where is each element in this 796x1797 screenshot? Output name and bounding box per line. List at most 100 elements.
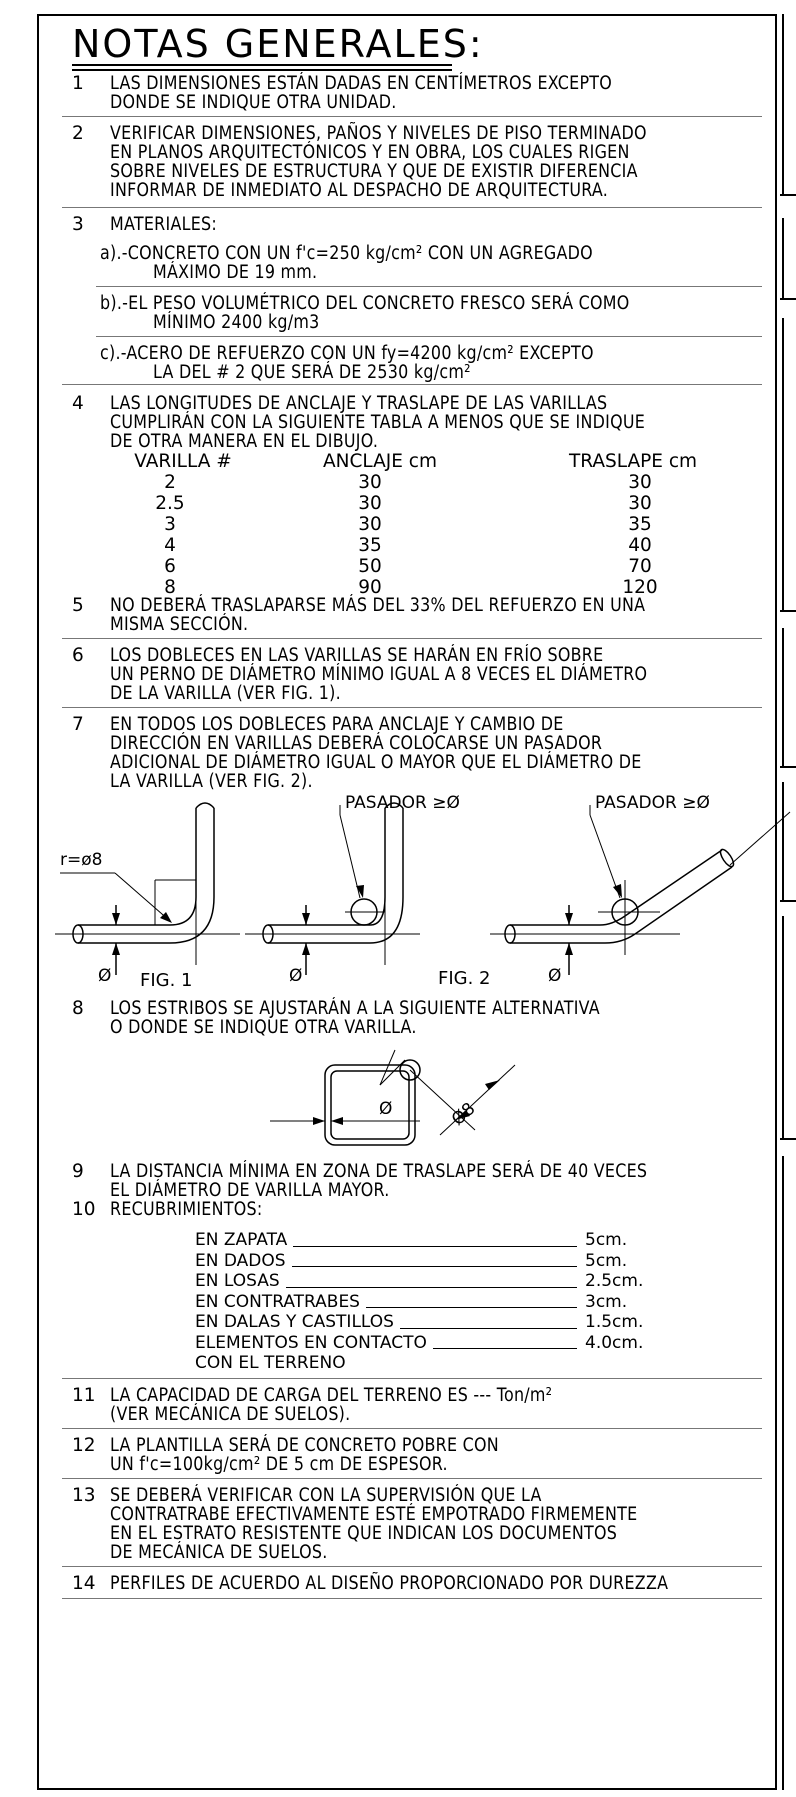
table-cell: 4 xyxy=(164,535,176,556)
note-7-line-3: ADICIONAL DE DIÁMETRO IGUAL O MAYOR QUE … xyxy=(110,752,642,773)
cover-value: 4.0cm. xyxy=(585,1332,644,1353)
cover-extra: CON EL TERRENO xyxy=(195,1353,346,1373)
table-cell: 30 xyxy=(628,493,652,514)
note-11-line-2: (VER MECÁNICA DE SUELOS). xyxy=(110,1404,351,1425)
note-2-line-2: EN PLANOS ARQUITECTÓNICOS Y EN OBRA, LOS… xyxy=(110,142,630,163)
cover-label: EN CONTRATRABES xyxy=(195,1291,360,1312)
note-7-line-1: EN TODOS LOS DOBLECES PARA ANCLAJE Y CAM… xyxy=(110,714,564,735)
note-3c-line-2: LA DEL # 2 QUE SERÁ DE 2530 kg/cm² xyxy=(153,362,471,383)
separator xyxy=(96,336,762,337)
separator xyxy=(62,1478,762,1479)
title-underline xyxy=(72,64,452,66)
note-8-number: 8 xyxy=(72,998,84,1019)
note-10-number: 10 xyxy=(72,1199,96,1220)
note-5-line-2: MISMA SECCIÓN. xyxy=(110,614,249,635)
fig-1-caption: FIG. 1 xyxy=(140,970,193,991)
bar-bend-figures xyxy=(55,802,791,975)
cover-label: EN DALAS Y CASTILLOS xyxy=(195,1312,394,1332)
note-1-line-2: DONDE SE INDIQUE OTRA UNIDAD. xyxy=(110,92,397,113)
note-9-line-1: LA DISTANCIA MÍNIMA EN ZONA DE TRASLAPE … xyxy=(110,1161,648,1182)
table-cell: 3 xyxy=(164,514,176,535)
note-9-number: 9 xyxy=(72,1161,84,1182)
table-cell: 120 xyxy=(622,577,658,598)
table-cell: 35 xyxy=(358,535,382,556)
covers-list: EN ZAPATA 5cm. EN DADOS 5cm. EN LOSAS 2.… xyxy=(195,1230,655,1374)
page-title: NOTAS GENERALES: xyxy=(72,22,484,66)
note-5-line-1: NO DEBERÁ TRASLAPARSE MÁS DEL 33% DEL RE… xyxy=(110,595,646,616)
note-6-line-1: LOS DOBLECES EN LAS VARILLAS SE HARÁN EN… xyxy=(110,645,604,666)
table-header-traslape: TRASLAPE cm xyxy=(568,451,698,472)
radius-label: r=ø8 xyxy=(60,850,103,870)
note-13-line-1: SE DEBERÁ VERIFICAR CON LA SUPERVISIÓN Q… xyxy=(110,1485,542,1506)
table-cell: 2.5 xyxy=(155,493,185,514)
note-3-line-1: MATERIALES: xyxy=(110,214,218,235)
note-3b-line-2: MÍNIMO 2400 kg/m3 xyxy=(153,312,320,333)
note-6-line-3: DE LA VARILLA (VER FIG. 1). xyxy=(110,683,341,704)
fig-2-caption: FIG. 2 xyxy=(438,968,491,989)
note-12-number: 12 xyxy=(72,1435,96,1456)
note-3a-line-1: a).-CONCRETO CON UN f'c=250 kg/cm² CON U… xyxy=(100,243,593,264)
table-cell: 70 xyxy=(628,556,652,577)
separator xyxy=(62,1598,762,1599)
table-cell: 30 xyxy=(358,493,382,514)
note-14-line-1: PERFILES DE ACUERDO AL DISEÑO PROPORCION… xyxy=(110,1573,669,1594)
cover-value: 2.5cm. xyxy=(585,1271,644,1291)
note-3a-line-2: MÁXIMO DE 19 mm. xyxy=(153,262,318,283)
cover-row: EN LOSAS 2.5cm. xyxy=(195,1271,655,1292)
note-7-line-2: DIRECCIÓN EN VARILLAS DEBERÁ COLOCARSE U… xyxy=(110,733,603,754)
table-header-anclaje: ANCLAJE cm xyxy=(322,451,438,472)
note-10-line-1: RECUBRIMIENTOS: xyxy=(110,1199,263,1220)
cover-row: EN CONTRATRABES 3cm. xyxy=(195,1292,655,1313)
table-cell: 35 xyxy=(628,514,652,535)
cover-row: EN DALAS Y CASTILLOS 1.5cm. xyxy=(195,1312,655,1333)
cover-row: EN ZAPATA 5cm. xyxy=(195,1230,655,1251)
separator xyxy=(62,384,762,385)
note-4-number: 4 xyxy=(72,393,84,414)
table-cell: 90 xyxy=(358,577,382,598)
table-cell: 40 xyxy=(628,535,652,556)
note-3b-line-1: b).-EL PESO VOLUMÉTRICO DEL CONCRETO FRE… xyxy=(100,293,630,314)
pasador-label-1: PASADOR ≥Ø xyxy=(345,793,460,813)
table-cell: 2 xyxy=(164,472,176,493)
table-cell: 6 xyxy=(164,556,176,577)
diameter-label: Ø xyxy=(548,966,562,986)
pasador-label-2: PASADOR ≥Ø xyxy=(595,793,710,813)
note-13-number: 13 xyxy=(72,1485,96,1506)
note-4-line-1: LAS LONGITUDES DE ANCLAJE Y TRASLAPE DE … xyxy=(110,393,608,414)
note-8-line-1: LOS ESTRIBOS SE AJUSTARÁN A LA SIGUIENTE… xyxy=(110,998,600,1019)
note-9-line-2: EL DIÁMETRO DE VARILLA MAYOR. xyxy=(110,1180,390,1201)
note-2-line-1: VERIFICAR DIMENSIONES, PAÑOS Y NIVELES D… xyxy=(110,123,647,144)
cover-value: 3cm. xyxy=(585,1291,628,1312)
note-4-line-2: CUMPLIRÁN CON LA SIGUIENTE TABLA A MENOS… xyxy=(110,412,646,433)
note-2-line-3: SOBRE NIVELES DE ESTRUCTURA Y QUE DE EXI… xyxy=(110,161,638,182)
table-cell: 30 xyxy=(628,472,652,493)
cover-value: 5cm. xyxy=(585,1250,628,1271)
cover-label: EN DADOS xyxy=(195,1250,286,1271)
table-header-varilla: VARILLA # xyxy=(134,451,232,472)
cover-row: EN DADOS 5cm. xyxy=(195,1251,655,1272)
note-7-line-4: LA VARILLA (VER FIG. 2). xyxy=(110,771,313,792)
table-cell: 8 xyxy=(164,577,176,598)
cover-row: ELEMENTOS EN CONTACTO 4.0cm. xyxy=(195,1333,655,1354)
note-7-number: 7 xyxy=(72,714,84,735)
separator xyxy=(62,207,762,208)
cover-value: 1.5cm. xyxy=(585,1312,644,1332)
cover-label: EN LOSAS xyxy=(195,1271,280,1291)
separator xyxy=(62,707,762,708)
note-4-line-3: DE OTRA MANERA EN EL DIBUJO. xyxy=(110,431,379,452)
cover-label: EN ZAPATA xyxy=(195,1230,288,1250)
stirrup-figure xyxy=(270,1049,516,1146)
cover-value: 5cm. xyxy=(585,1230,628,1250)
adjacent-sheet-edge xyxy=(780,0,796,1797)
note-13-line-2: CONTRATRABE EFECTIVAMENTE ESTÉ EMPOTRADO… xyxy=(110,1504,638,1525)
note-12-line-1: LA PLANTILLA SERÁ DE CONCRETO POBRE CON xyxy=(110,1435,499,1456)
separator xyxy=(62,638,762,639)
separator xyxy=(62,1566,762,1567)
separator xyxy=(62,1378,762,1379)
note-13-line-3: EN EL ESTRATO RESISTENTE QUE INDICAN LOS… xyxy=(110,1523,618,1544)
note-11-line-1: LA CAPACIDAD DE CARGA DEL TERRENO ES ---… xyxy=(110,1385,553,1406)
separator xyxy=(62,1428,762,1429)
note-11-number: 11 xyxy=(72,1385,96,1406)
fig1-bar-inner xyxy=(78,808,215,944)
note-8-line-2: O DONDE SE INDIQUE OTRA VARILLA. xyxy=(110,1017,417,1038)
